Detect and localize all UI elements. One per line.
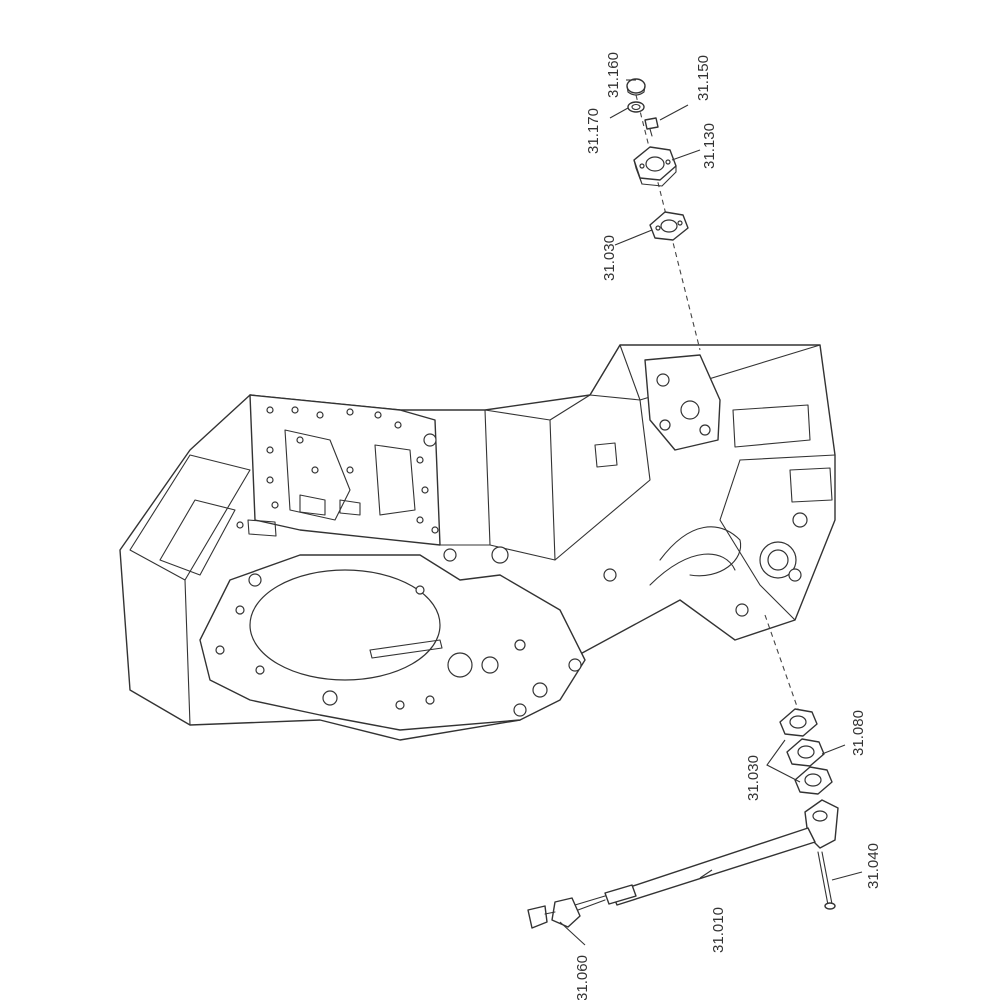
leader-31030-top <box>614 229 653 246</box>
callout-31150: 31.150 <box>695 55 712 101</box>
part-dipstick-31010 <box>559 799 839 917</box>
assembly-centerline-lower <box>764 614 801 716</box>
callout-31030-top: 31.030 <box>601 235 618 281</box>
leader-31080 <box>821 744 846 755</box>
part-gasket-31030-a <box>779 708 818 737</box>
assembly-centerline-upper <box>635 94 701 351</box>
callout-31040: 31.040 <box>865 843 882 889</box>
part-gasket-31030-top <box>649 211 689 241</box>
leader-31030-bottom <box>766 739 801 783</box>
callout-31030-bottom: 31.030 <box>745 755 762 801</box>
callout-31080: 31.080 <box>850 710 867 756</box>
part-cap-31160 <box>626 78 646 96</box>
callout-31060: 31.060 <box>574 955 591 1000</box>
leader-31060 <box>559 921 586 946</box>
leader-31170 <box>609 107 629 119</box>
part-bolt-31040 <box>817 851 836 910</box>
part-gasket-31030-b <box>794 766 833 795</box>
leader-31150 <box>659 104 689 121</box>
callout-31010: 31.010 <box>710 907 727 953</box>
transmission-housing <box>119 344 836 741</box>
part-flange-31130 <box>633 146 677 187</box>
part-bolt-31150 <box>644 117 659 137</box>
leader-31010 <box>699 869 713 879</box>
part-handle-31060 <box>527 897 581 929</box>
callout-31170: 31.170 <box>585 108 602 154</box>
part-plate-31080 <box>786 738 825 767</box>
leader-31130 <box>671 149 701 161</box>
callout-31160: 31.160 <box>605 52 622 98</box>
part-washer-31170 <box>627 101 645 113</box>
leader-31040 <box>831 871 863 881</box>
callout-31130: 31.130 <box>701 123 718 169</box>
